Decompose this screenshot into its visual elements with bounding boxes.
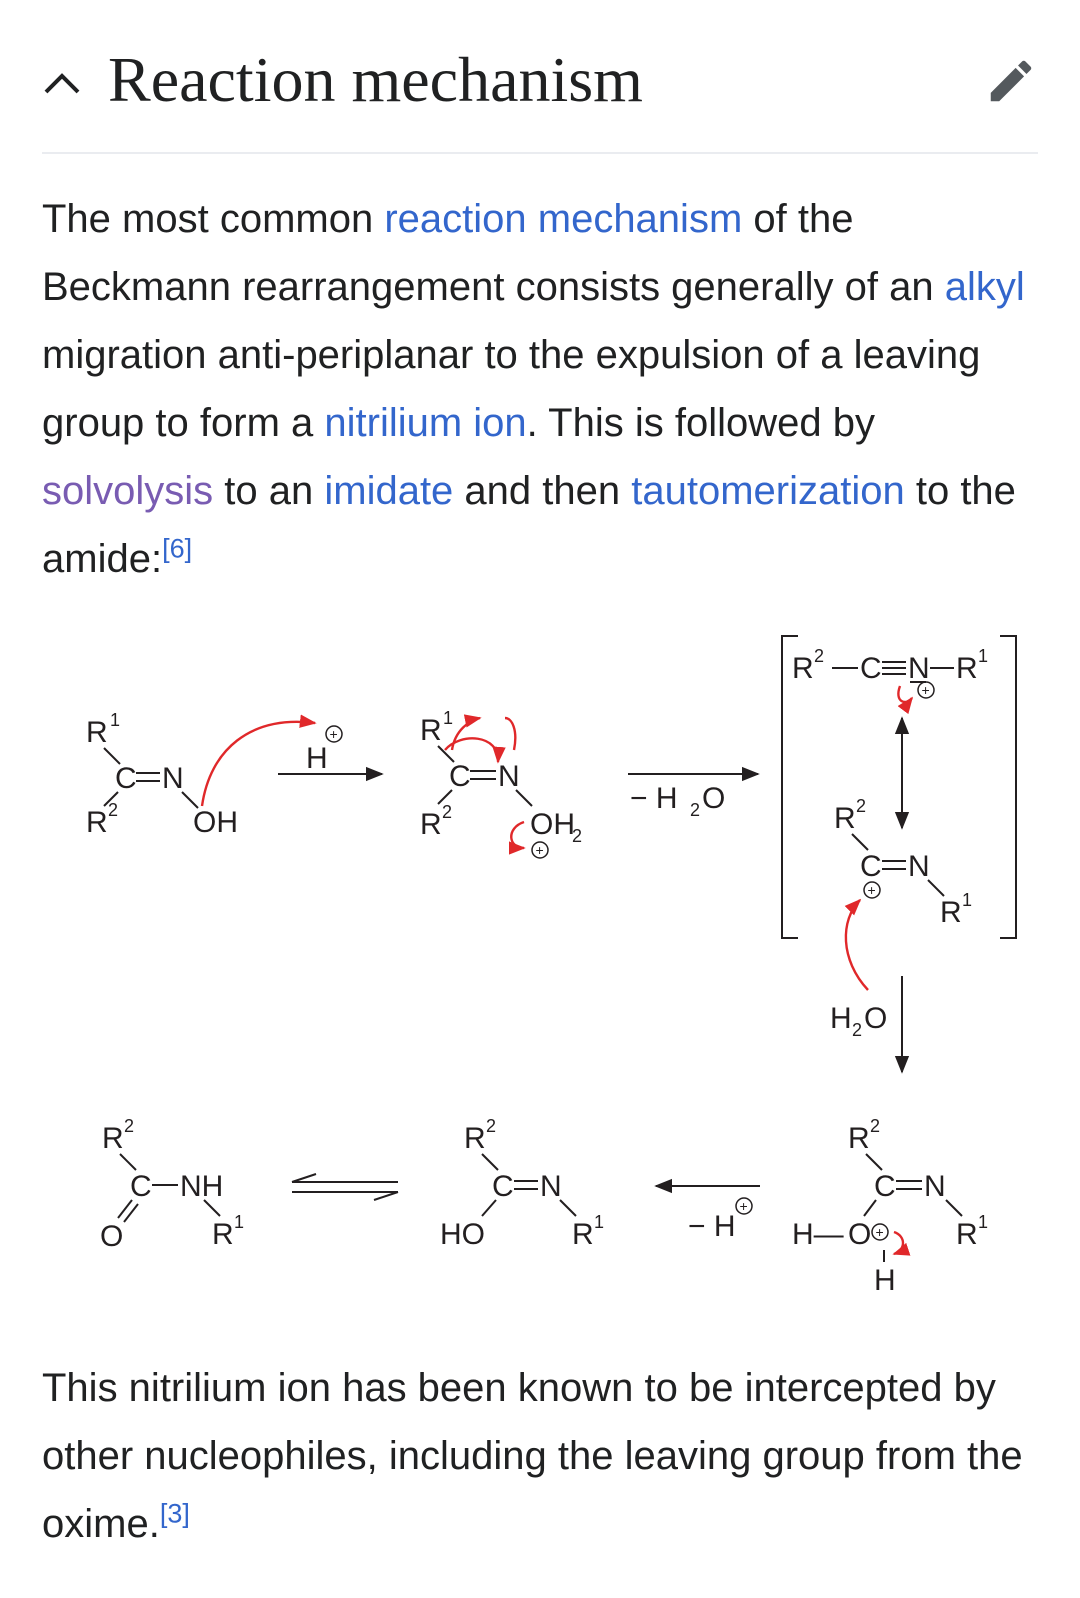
svg-text:2: 2 bbox=[814, 646, 824, 666]
pencil-icon[interactable] bbox=[984, 54, 1038, 108]
svg-text:O: O bbox=[864, 1002, 887, 1035]
section-header: Reaction mechanism bbox=[42, 30, 1038, 154]
svg-text:2: 2 bbox=[870, 1116, 880, 1136]
text-span: and then bbox=[453, 469, 632, 513]
svg-text:R: R bbox=[848, 1122, 870, 1155]
svg-text:+: + bbox=[330, 726, 338, 742]
svg-text:2: 2 bbox=[690, 800, 700, 820]
svg-text:R: R bbox=[572, 1218, 594, 1251]
svg-text:R: R bbox=[940, 896, 962, 929]
svg-text:C: C bbox=[449, 760, 471, 793]
svg-text:R: R bbox=[86, 806, 108, 839]
svg-text:R: R bbox=[956, 1218, 978, 1251]
text-span: . This is followed by bbox=[526, 401, 875, 445]
text-span: migration anti-periplanar to the expulsi… bbox=[42, 333, 981, 445]
protonation-arrow: H + bbox=[278, 725, 384, 782]
link-alkyl[interactable]: alkyl bbox=[944, 265, 1025, 309]
svg-text:H: H bbox=[306, 742, 328, 775]
svg-text:2: 2 bbox=[852, 1020, 862, 1040]
svg-text:N: N bbox=[908, 850, 930, 883]
svg-text:H: H bbox=[874, 1264, 896, 1297]
svg-text:O: O bbox=[702, 782, 725, 815]
reference-3[interactable]: [3] bbox=[159, 1498, 190, 1529]
svg-text:C: C bbox=[860, 652, 882, 685]
section-title: Reaction mechanism bbox=[108, 44, 643, 115]
imidate-molecule: R 2 C N R 1 HO bbox=[440, 1116, 604, 1251]
link-solvolysis[interactable]: solvolysis bbox=[42, 469, 214, 513]
svg-text:1: 1 bbox=[978, 646, 988, 666]
svg-text:OH: OH bbox=[530, 808, 575, 841]
protonated-imidate-molecule: R 2 C N R 1 H— O + H bbox=[792, 1116, 988, 1297]
svg-text:+: + bbox=[922, 682, 930, 698]
svg-text:NH: NH bbox=[180, 1170, 223, 1203]
svg-text:1: 1 bbox=[978, 1212, 988, 1232]
svg-text:R: R bbox=[956, 652, 978, 685]
svg-text:C: C bbox=[115, 762, 137, 795]
svg-text:2: 2 bbox=[486, 1116, 496, 1136]
svg-text:1: 1 bbox=[234, 1212, 244, 1232]
svg-text:+: + bbox=[868, 882, 876, 898]
svg-text:C: C bbox=[860, 850, 882, 883]
svg-text:R: R bbox=[212, 1218, 234, 1251]
svg-text:R: R bbox=[102, 1122, 124, 1155]
link-nitrilium-ion[interactable]: nitrilium ion bbox=[324, 401, 527, 445]
svg-text:C: C bbox=[492, 1170, 514, 1203]
protonated-oxime-molecule: R 1 C N R 2 OH 2 + bbox=[420, 708, 582, 859]
svg-text:R: R bbox=[834, 802, 856, 835]
svg-text:1: 1 bbox=[110, 710, 120, 730]
intro-paragraph: The most common reaction mechanism of th… bbox=[42, 185, 1042, 593]
reference-6[interactable]: [6] bbox=[162, 533, 193, 564]
svg-text:N: N bbox=[924, 1170, 946, 1203]
svg-text:R: R bbox=[420, 714, 442, 747]
chevron-up-icon[interactable] bbox=[42, 68, 82, 98]
svg-text:N: N bbox=[908, 652, 930, 685]
svg-text:N: N bbox=[162, 762, 184, 795]
svg-text:2: 2 bbox=[442, 802, 452, 822]
svg-text:2: 2 bbox=[124, 1116, 134, 1136]
water-loss-arrow: − H 2 O bbox=[628, 766, 760, 820]
svg-text:OH: OH bbox=[193, 806, 238, 839]
svg-text:1: 1 bbox=[443, 708, 453, 728]
text-span: The most common bbox=[42, 197, 385, 241]
nitrilium-paragraph: This nitrilium ion has been known to be … bbox=[42, 1354, 1042, 1558]
text-span: This nitrilium ion has been known to be … bbox=[42, 1366, 1023, 1546]
svg-text:1: 1 bbox=[962, 890, 972, 910]
link-imidate[interactable]: imidate bbox=[324, 469, 454, 513]
svg-text:+: + bbox=[876, 1224, 884, 1240]
svg-text:− H: − H bbox=[688, 1210, 736, 1243]
deprotonation-arrow: − H + bbox=[654, 1178, 760, 1243]
water-attack: H 2 O bbox=[830, 898, 910, 1074]
reaction-mechanism-diagram[interactable]: R 1 C N R 2 OH H + R 1 C N R 2 OH 2 + bbox=[60, 610, 1050, 1340]
link-tautomerization[interactable]: tautomerization bbox=[631, 469, 905, 513]
svg-text:R: R bbox=[792, 652, 814, 685]
svg-text:+: + bbox=[536, 842, 544, 858]
svg-text:O: O bbox=[100, 1220, 123, 1253]
svg-text:− H: − H bbox=[630, 782, 678, 815]
svg-text:R: R bbox=[464, 1122, 486, 1155]
equilibrium-arrow bbox=[291, 1173, 399, 1201]
svg-text:+: + bbox=[740, 1198, 748, 1214]
nitrilium-resonance-bracket: R 2 C N R 1 + R 2 C N + R 1 bbox=[781, 635, 1017, 939]
svg-text:N: N bbox=[540, 1170, 562, 1203]
svg-text:R: R bbox=[420, 808, 442, 841]
svg-text:C: C bbox=[130, 1170, 152, 1203]
amide-molecule: R 2 C NH R 1 O bbox=[100, 1116, 244, 1253]
svg-text:C: C bbox=[874, 1170, 896, 1203]
svg-text:O: O bbox=[848, 1218, 871, 1251]
svg-text:1: 1 bbox=[594, 1212, 604, 1232]
svg-text:R: R bbox=[86, 716, 108, 749]
svg-text:2: 2 bbox=[572, 826, 582, 846]
oxime-molecule: R 1 C N R 2 OH bbox=[86, 710, 317, 839]
svg-text:H: H bbox=[830, 1002, 852, 1035]
svg-text:2: 2 bbox=[108, 800, 118, 820]
svg-text:HO: HO bbox=[440, 1218, 485, 1251]
text-span: to an bbox=[213, 469, 325, 513]
text-span: to the amide: bbox=[42, 469, 1016, 581]
link-reaction-mechanism[interactable]: reaction mechanism bbox=[384, 197, 743, 241]
svg-text:N: N bbox=[498, 760, 520, 793]
svg-text:2: 2 bbox=[856, 796, 866, 816]
text-span: of the Beckmann rearrangement consists g… bbox=[42, 197, 945, 309]
svg-text:H—: H— bbox=[792, 1218, 844, 1251]
